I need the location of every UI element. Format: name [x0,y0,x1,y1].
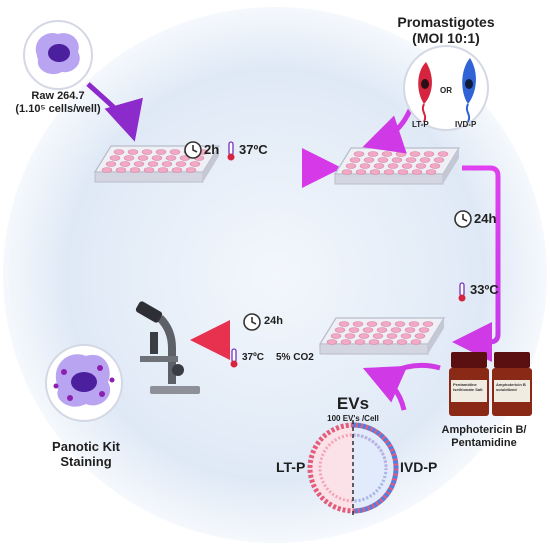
step1-temp: 37ºC [239,142,268,157]
staining-line1: Panotic Kit [52,439,120,454]
pentamidine-vial-icon [449,352,489,416]
raw-cells-name: Raw 264.7 [31,90,85,102]
drugs-label-line1: Amphotericin B/ [441,424,527,436]
thermometer-icon [227,141,235,161]
raw-cells-density: (1.10⁵ cells/well) [15,102,101,115]
thermometer-icon [230,348,238,368]
step2-temp: 33ºC [470,282,499,297]
step3-time: 24h [264,315,283,327]
evs-dose: 100 EV's /Cell [327,414,379,423]
step3-co2: 5% CO2 [276,352,314,363]
amphotericin-vial-icon [492,352,532,416]
clock-icon [243,313,261,331]
promastigotes-or: OR [440,86,452,95]
well-plate-2 [333,147,461,185]
promastigotes-moi: (MOI 10:1) [412,30,480,47]
arrow-evs-to-plate [362,365,408,411]
arrow-raw-to-plate [86,82,143,142]
promastigotes-lt-p: LT-P [412,120,429,129]
evs-lt-p: LT-P [276,459,306,475]
staining-label: Panotic Kit Staining [36,439,136,470]
stained-cell-icon [45,344,123,422]
clock-icon [184,141,202,159]
drugs-label-line2: Pentamidine [451,436,517,449]
microscope-icon [135,301,200,394]
arrow-plate2-to-plate3 [452,165,501,362]
promastigotes-icon [403,45,489,131]
raw-cell-icon [23,20,93,90]
drugs-label: Amphotericin B/ Pentamidine [422,424,546,449]
staining-line2: Staining [60,453,112,469]
step3-temp: 37ºC [242,352,264,363]
clock-icon [454,210,472,228]
evs-title: EVs [336,394,370,413]
amphotericin-vial-text: Amphotericin B solubilized [496,382,526,392]
evs-ivd-p: IVD-P [400,459,438,475]
pentamidine-vial-text: Pentamidine isethionate Salt [453,382,483,392]
promastigotes-ivd-p: IVD-P [455,120,477,129]
arrow-promastigotes-to-plate [362,108,413,154]
well-plate-3 [318,317,446,355]
arrow-drugs-to-plate [390,362,441,375]
step2-time: 24h [474,211,497,226]
step1-time: 2h [204,142,220,157]
promastigotes-title: Promastigotes [397,14,495,30]
promastigotes-label: Promastigotes (MOI 10:1) [388,14,504,46]
raw-cells-label: Raw 264.7 (1.10⁵ cells/well) [10,90,106,115]
thermometer-icon [458,282,466,302]
ev-vesicle-icon [307,420,399,516]
